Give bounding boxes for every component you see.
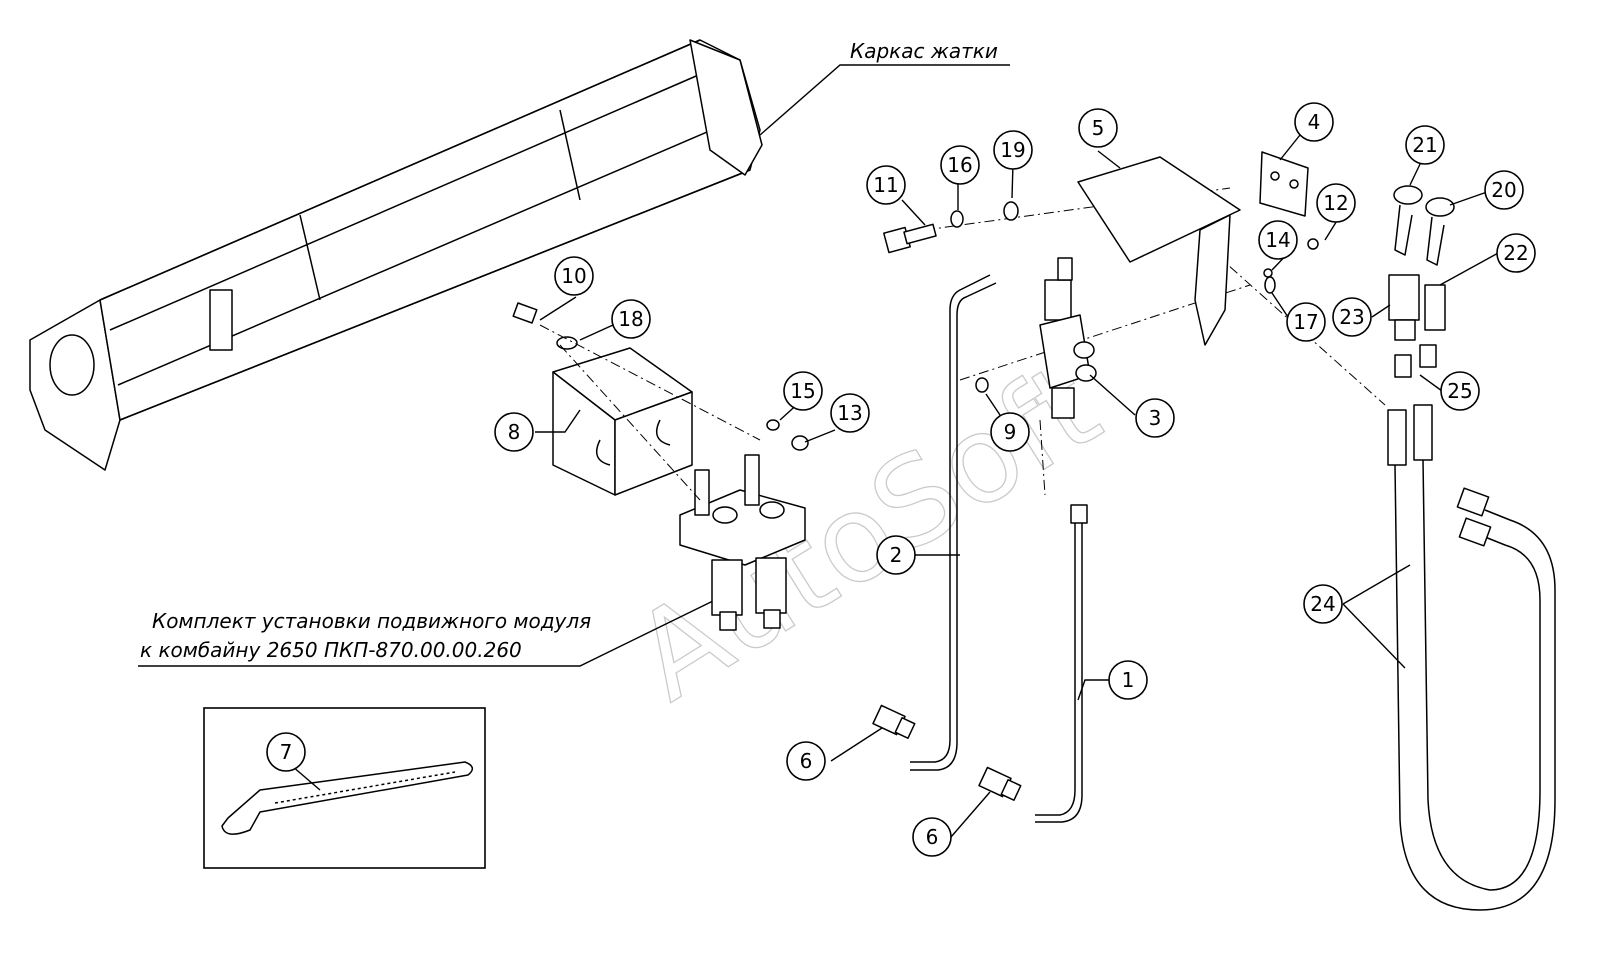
- kit-label-line1: Комплект установки подвижного модуля: [152, 609, 591, 633]
- washer-17: [1264, 276, 1276, 294]
- svg-text:25: 25: [1447, 379, 1472, 403]
- fitting-6a: [872, 704, 916, 739]
- kit-label-line2: к комбайну 2650 ПКП-870.00.00.260: [140, 638, 522, 662]
- svg-text:13: 13: [837, 401, 862, 425]
- svg-text:7: 7: [280, 740, 293, 764]
- svg-text:15: 15: [790, 379, 815, 403]
- valve-3: [1039, 257, 1097, 419]
- axis-line-8b: [559, 344, 701, 501]
- callout-15: 15: [783, 371, 823, 411]
- svg-text:21: 21: [1412, 133, 1437, 157]
- callout-11: 11: [866, 165, 906, 205]
- svg-text:22: 22: [1503, 241, 1528, 265]
- callout-16: 16: [940, 145, 980, 185]
- svg-text:14: 14: [1265, 228, 1290, 252]
- callout-19: 19: [993, 130, 1033, 170]
- svg-text:16: 16: [947, 153, 972, 177]
- tube-2-inner: [910, 282, 997, 771]
- axis-line-8: [539, 324, 761, 441]
- svg-text:20: 20: [1491, 178, 1516, 202]
- callout-8: 8: [494, 412, 534, 452]
- callout-3: 3: [1135, 398, 1175, 438]
- axis-line-1: [1039, 419, 1046, 496]
- tube-1-inner: [1035, 520, 1083, 823]
- callout-5: 5: [1078, 108, 1118, 148]
- plate-4: [1259, 151, 1309, 217]
- nut-14: [1263, 268, 1273, 278]
- callout-17: 17: [1286, 302, 1326, 342]
- nut-13: [791, 435, 809, 451]
- svg-text:18: 18: [618, 307, 643, 331]
- svg-text:3: 3: [1149, 406, 1162, 430]
- svg-text:17: 17: [1293, 310, 1318, 334]
- callout-6b: 6: [912, 817, 952, 857]
- svg-text:4: 4: [1308, 110, 1321, 134]
- frame-leader: [759, 64, 1010, 136]
- callout-18: 18: [611, 299, 651, 339]
- callout-22: 22: [1496, 233, 1536, 273]
- callout-13: 13: [830, 393, 870, 433]
- callout-20: 20: [1484, 170, 1524, 210]
- callout-10: 10: [554, 256, 594, 296]
- callout-9: 9: [990, 412, 1030, 452]
- bracket-8: [552, 347, 693, 496]
- svg-text:9: 9: [1004, 420, 1017, 444]
- svg-text:23: 23: [1339, 305, 1364, 329]
- callout-12: 12: [1316, 183, 1356, 223]
- valve-module: [679, 454, 806, 631]
- svg-text:1: 1: [1122, 668, 1135, 692]
- svg-text:6: 6: [926, 825, 939, 849]
- adapter-25a: [1394, 354, 1412, 378]
- callout-21: 21: [1405, 125, 1445, 165]
- nut-12: [1307, 238, 1319, 250]
- svg-text:6: 6: [800, 749, 813, 773]
- washer-16: [950, 210, 964, 228]
- kit-leader: [138, 599, 716, 667]
- bolt-11: [883, 223, 937, 254]
- callout-1: 1: [1108, 660, 1148, 700]
- fitting-6b: [978, 766, 1022, 801]
- svg-text:5: 5: [1092, 116, 1105, 140]
- tie-strap-7: [221, 761, 474, 835]
- coupling-23: [1388, 274, 1420, 341]
- callout-14: 14: [1258, 220, 1298, 260]
- hose-24: [1387, 404, 1556, 911]
- callout-6a: 6: [786, 741, 826, 781]
- plug-9: [975, 377, 989, 393]
- callout-24: 24: [1303, 584, 1343, 624]
- svg-text:8: 8: [508, 420, 521, 444]
- plate-5: [1077, 156, 1241, 346]
- svg-text:11: 11: [873, 173, 898, 197]
- washer-15: [766, 419, 780, 431]
- adapter-25b: [1419, 344, 1437, 368]
- callout-2: 2: [876, 535, 916, 575]
- header-frame: [29, 39, 763, 471]
- svg-text:19: 19: [1000, 138, 1025, 162]
- frame-label: Каркас жатки: [850, 39, 998, 63]
- svg-text:10: 10: [561, 264, 586, 288]
- callout-4: 4: [1294, 102, 1334, 142]
- coupling-22: [1424, 284, 1446, 331]
- callout-23: 23: [1332, 297, 1372, 337]
- cap-20: [1425, 197, 1455, 266]
- cap-21: [1393, 185, 1423, 256]
- tube-1-nut: [1070, 504, 1088, 524]
- tube-2: [910, 274, 991, 763]
- callout-25: 25: [1440, 371, 1480, 411]
- washer-19: [1003, 201, 1019, 221]
- callout-7: 7: [266, 732, 306, 772]
- washer-18: [556, 336, 578, 350]
- leader-lines: [291, 134, 1501, 838]
- tube-1: [1035, 520, 1076, 816]
- svg-text:24: 24: [1310, 592, 1335, 616]
- svg-text:12: 12: [1323, 191, 1348, 215]
- svg-text:2: 2: [890, 543, 903, 567]
- bolt-10: [512, 302, 538, 324]
